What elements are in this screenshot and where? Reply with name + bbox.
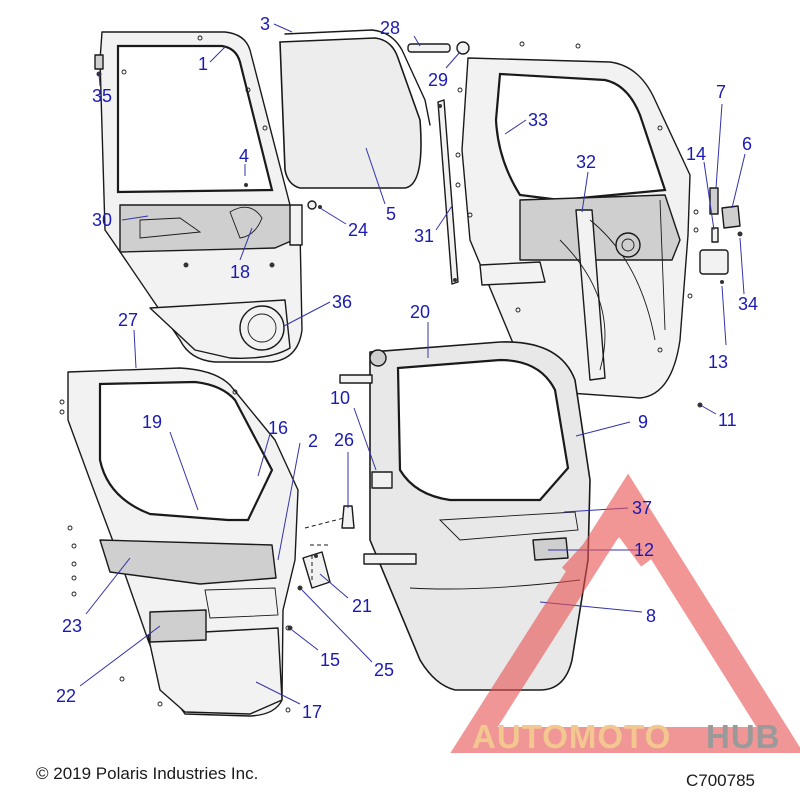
callout-9: 9 — [638, 412, 648, 432]
bolt-34-part — [737, 231, 743, 237]
callout-20: 20 — [410, 302, 430, 322]
watermark-triangle — [450, 473, 800, 753]
glass-seal-part — [284, 29, 431, 126]
callout-32: 32 — [576, 152, 596, 172]
latch-14-part — [711, 227, 719, 243]
callout-5: 5 — [386, 204, 396, 224]
callout-12: 12 — [634, 540, 654, 560]
callout-26: 26 — [334, 430, 354, 450]
callout-19: 19 — [142, 412, 162, 432]
door-glass-part — [279, 37, 422, 189]
watermark-text-a: AUTOMOTO — [472, 718, 671, 755]
callout-3: 3 — [260, 14, 270, 34]
callout-21: 21 — [352, 596, 372, 616]
callout-6: 6 — [742, 134, 752, 154]
bracket-28-part — [407, 43, 451, 53]
callout-35: 35 — [92, 86, 112, 106]
diagram-code: C700785 — [686, 771, 755, 790]
callout-2: 2 — [308, 431, 318, 451]
regulator-frame-part — [455, 41, 699, 399]
outer-door-part — [339, 341, 591, 691]
callout-13: 13 — [708, 352, 728, 372]
callout-36: 36 — [332, 292, 352, 312]
callout-15: 15 — [320, 650, 340, 670]
pin-26-part — [341, 505, 355, 529]
callout-24: 24 — [348, 220, 368, 240]
callout-16: 16 — [268, 418, 288, 438]
screw-15-part — [287, 625, 293, 631]
callout-1: 1 — [198, 54, 208, 74]
callout-8: 8 — [646, 606, 656, 626]
inner-door-panel-part — [59, 367, 299, 717]
callout-33: 33 — [528, 110, 548, 130]
callout-25: 25 — [374, 660, 394, 680]
watermark-text-b: HUB — [706, 718, 781, 755]
glass-channel-part — [437, 99, 459, 285]
callout-30: 30 — [92, 210, 112, 230]
callout-29: 29 — [428, 70, 448, 90]
knob-29-part — [456, 41, 470, 55]
callout-7: 7 — [716, 82, 726, 102]
callout-10: 10 — [330, 388, 350, 408]
latch-6-part — [721, 205, 741, 229]
callout-34: 34 — [738, 294, 758, 314]
copyright-text: © 2019 Polaris Industries Inc. — [36, 764, 258, 783]
callout-17: 17 — [302, 702, 322, 722]
bolt-35-part — [94, 54, 104, 77]
callout-27: 27 — [118, 310, 138, 330]
callout-22: 22 — [56, 686, 76, 706]
callout-labels: 1 2 3 4 5 6 7 8 9 10 11 12 13 14 15 16 1… — [56, 14, 758, 722]
door-frame-part — [99, 31, 303, 363]
callout-4: 4 — [239, 146, 249, 166]
callout-14: 14 — [686, 144, 706, 164]
callout-11: 11 — [718, 410, 737, 430]
watermark-logo — [450, 473, 800, 753]
callout-31: 31 — [414, 226, 434, 246]
callout-37: 37 — [632, 498, 652, 518]
callout-18: 18 — [230, 262, 250, 282]
bolt-24-part — [307, 200, 322, 210]
alignment-dashes — [304, 517, 345, 580]
latch-plate-13-part — [699, 249, 729, 284]
screw-11-part — [697, 402, 703, 408]
callout-28: 28 — [380, 18, 400, 38]
callout-23: 23 — [62, 616, 82, 636]
bolt-25-part — [297, 585, 303, 591]
hinge-bracket-21-part — [302, 551, 331, 589]
